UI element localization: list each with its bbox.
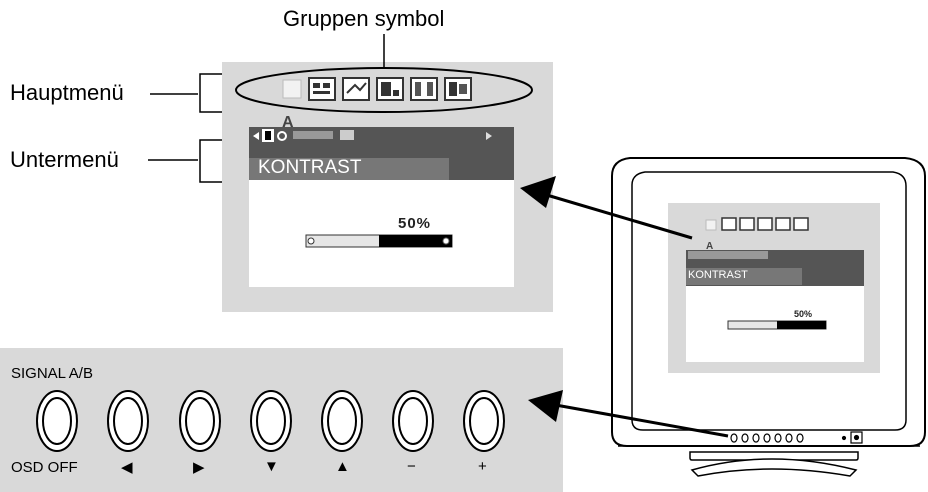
cursor-marker-icon: A xyxy=(282,114,294,131)
group-icon-row xyxy=(282,77,472,101)
minus-icon: − xyxy=(407,458,416,475)
signal-ab-label: SIGNAL A/B xyxy=(11,365,93,382)
osd-arrow-head xyxy=(520,176,556,208)
plus-icon: + xyxy=(478,458,487,475)
osd-content-area xyxy=(249,180,514,287)
monitor-contrast-value: 50% xyxy=(794,309,813,319)
position-group-icon xyxy=(308,77,336,101)
monitor-illustration: A xyxy=(611,157,926,477)
setup-group-icon xyxy=(444,77,472,101)
button-arrow-line xyxy=(549,402,729,438)
label-brackets xyxy=(148,73,222,183)
right-arrow-icon: ▶ xyxy=(193,459,205,476)
contrast-slider-fill xyxy=(379,235,452,247)
svg-text:A: A xyxy=(706,241,713,252)
group-symbol-label: Gruppen symbol xyxy=(283,6,445,31)
sub-menu-label: Untermenü xyxy=(10,147,119,172)
size-group-icon xyxy=(342,77,370,101)
down-arrow-icon: ▼ xyxy=(264,458,279,475)
submenu-icons xyxy=(253,129,492,142)
osd-arrow-line xyxy=(539,191,693,240)
osd-off-label: OSD OFF xyxy=(11,459,78,476)
button-arrow-head xyxy=(528,390,563,422)
submenu-highlight xyxy=(249,158,449,180)
monitor-submenu-title: KONTRAST xyxy=(688,269,748,281)
left-arrow-icon: ◀ xyxy=(121,459,133,476)
brightness-group-icon xyxy=(282,79,302,99)
up-arrow-icon: ▲ xyxy=(335,458,350,475)
contrast-value: 50% xyxy=(398,215,432,232)
panel-button-ovals xyxy=(36,390,505,452)
submenu-title: KONTRAST xyxy=(258,157,362,178)
main-menu-label: Hauptmenü xyxy=(10,80,124,105)
monitor-buttons xyxy=(730,431,863,444)
